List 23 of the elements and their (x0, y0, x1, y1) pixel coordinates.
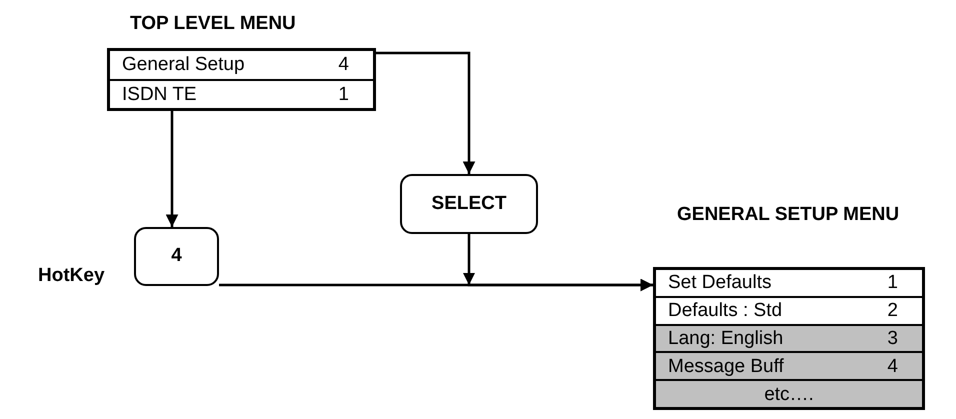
menu-item-number: 1 (338, 84, 349, 104)
menu-item-number: 4 (887, 356, 898, 376)
key-box (400, 174, 538, 234)
menu-heading: GENERAL SETUP MENU (677, 203, 900, 227)
menu-item-label: Message Buff (668, 356, 784, 376)
menu-row (656, 326, 922, 354)
menu-row (656, 353, 922, 382)
menu-heading: TOP LEVEL MENU (130, 12, 296, 36)
menu-item-number: 4 (338, 55, 349, 74)
menu-item-label: Set Defaults (668, 273, 772, 292)
menu-item-label: General Setup (122, 55, 245, 74)
menu-item-label: etc…. (764, 384, 814, 404)
menu-item-number: 2 (887, 301, 898, 320)
menu-row (656, 381, 922, 407)
key-box (134, 227, 219, 286)
menu-item-label: ISDN TE (122, 84, 197, 104)
menu-item-number: 3 (887, 328, 898, 348)
key-label: SELECT (432, 192, 506, 216)
menu-item-label: Defaults : Std (668, 301, 782, 320)
menu-item-number: 1 (887, 273, 898, 292)
menu-item-label: Lang: English (668, 328, 784, 348)
key-label: 4 (171, 244, 182, 268)
hotkey-label: HotKey (38, 264, 105, 288)
